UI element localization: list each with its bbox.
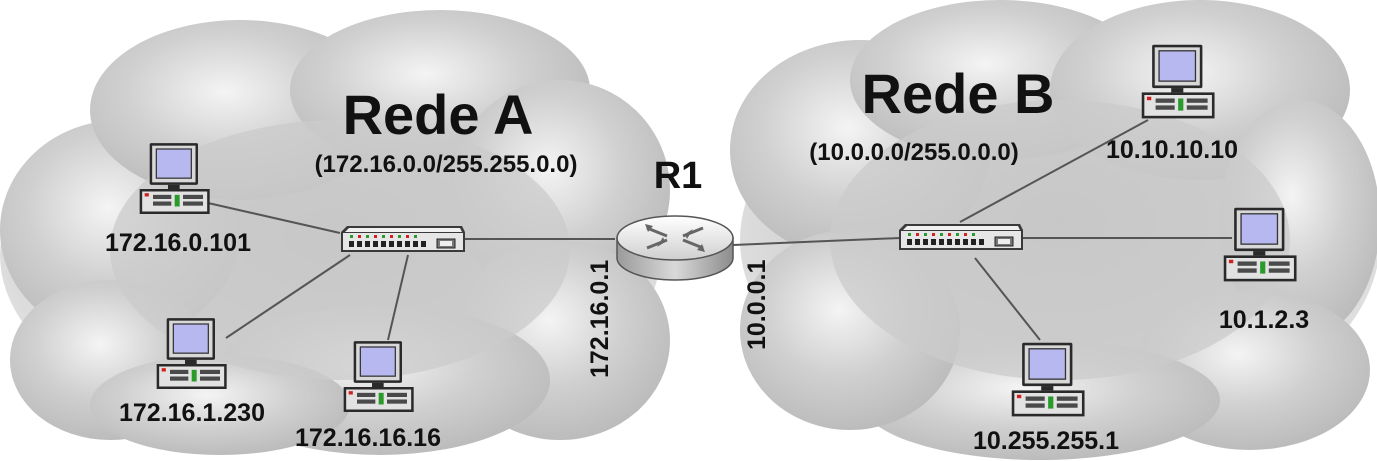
- cable-hub-b-host-b3: [974, 257, 1041, 341]
- host-a3-ip: 172.16.16.16: [295, 424, 441, 452]
- switch-rede-a: [340, 225, 466, 253]
- host-a1-ip: 172.16.0.101: [105, 229, 251, 257]
- cables: [207, 119, 1232, 341]
- host-b3-ip: 10.255.255.1: [973, 427, 1119, 455]
- switch-rede-b: [898, 223, 1024, 251]
- host-a2-ip: 172.16.1.230: [119, 399, 265, 427]
- router-name: R1: [654, 155, 703, 197]
- cable-hub-a-host-a3: [387, 254, 409, 341]
- cable-hub-a-host-a2: [225, 254, 351, 339]
- cable-hub-b-host-b1: [959, 119, 1149, 223]
- host-b2-ip: 10.1.2.3: [1219, 306, 1309, 334]
- network-a-title: Rede A: [343, 83, 534, 146]
- cloud-rede-a: [0, 10, 670, 455]
- cable-hub-a-host-a1: [207, 202, 341, 234]
- network-b-title: Rede B: [862, 62, 1055, 125]
- cable-router-hub-b: [732, 237, 901, 246]
- network-a-address: (172.16.0.0/255.255.0.0): [315, 151, 578, 178]
- router-interface-b-ip: 10.0.0.1: [743, 260, 771, 350]
- router-r1: [616, 215, 734, 281]
- host-b1-ip: 10.10.10.10: [1106, 136, 1238, 164]
- network-b-address: (10.0.0.0/255.0.0.0): [809, 139, 1018, 166]
- router-interface-a-ip: 172.16.0.1: [586, 260, 614, 378]
